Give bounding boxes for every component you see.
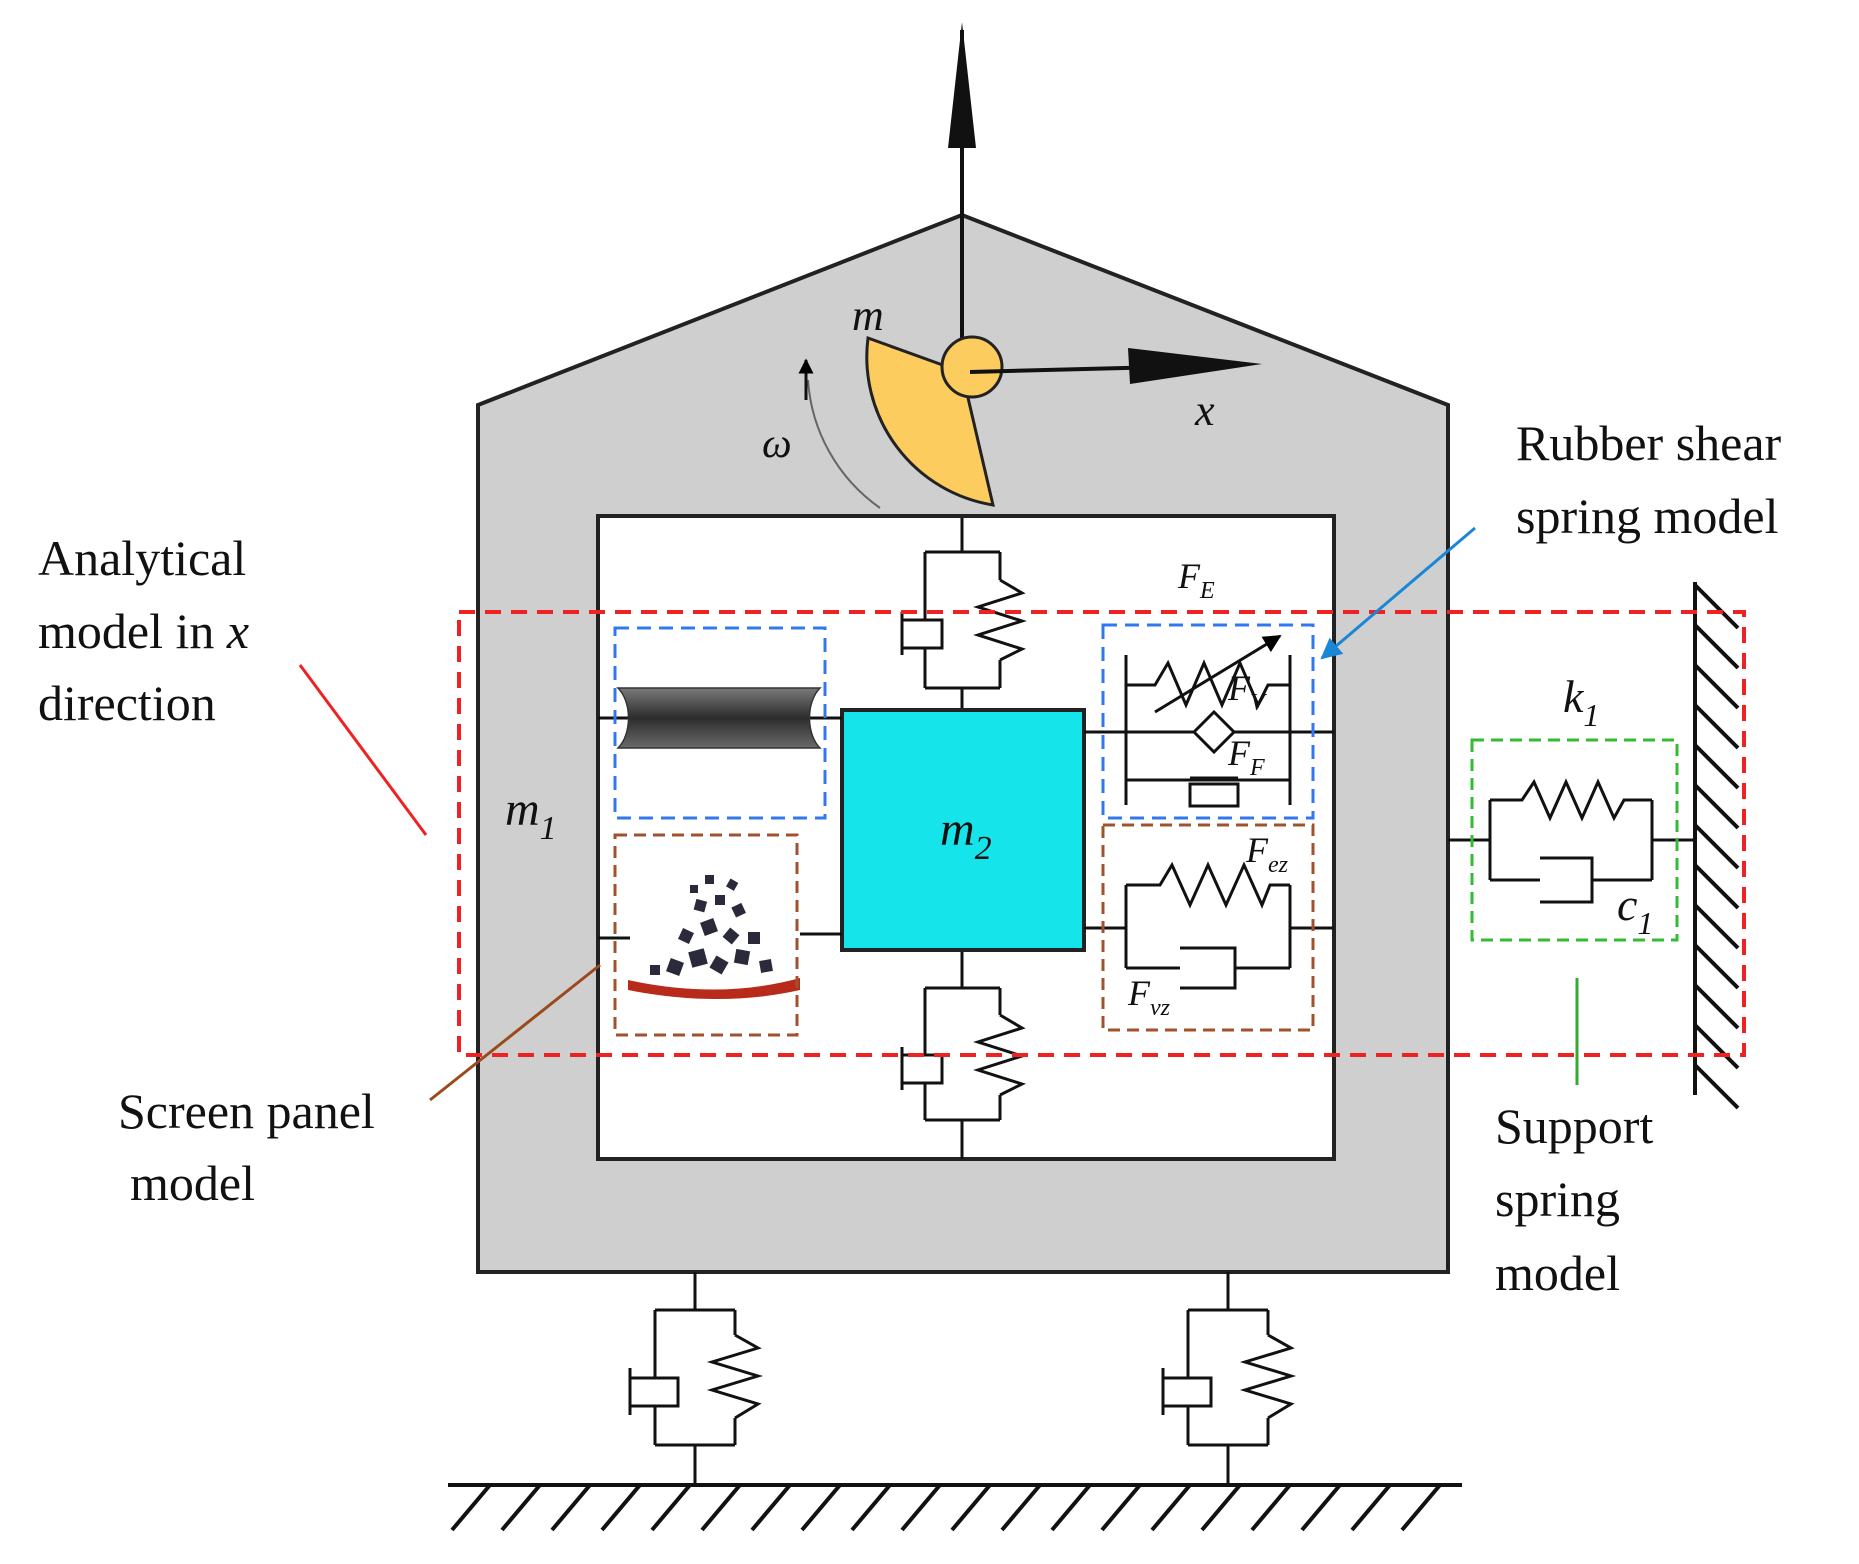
eccentric-block	[865, 335, 1004, 507]
rubber-callout: Rubber shear spring model	[1516, 415, 1794, 544]
FE-label: FE	[1177, 556, 1215, 604]
right-wall	[1693, 582, 1740, 1110]
ground	[448, 1483, 1462, 1532]
analytical-callout: Analytical model in x direction	[38, 530, 262, 731]
rubber-element	[616, 687, 822, 749]
support-callout: Support spring model	[1495, 1098, 1666, 1301]
screen-callout: Screen panel model	[118, 1083, 387, 1211]
particles	[650, 875, 773, 976]
analytical-callout-line	[298, 664, 428, 836]
support-spring-box	[1470, 738, 1679, 942]
mass-m-label: m	[852, 291, 884, 340]
x-axis-label: x	[1194, 386, 1215, 435]
Fez-label: Fez	[1245, 830, 1289, 878]
support-spring-damper	[1448, 778, 1695, 904]
m2-label: m2	[940, 803, 992, 867]
top-spring-damper	[900, 518, 1027, 710]
vertical-arrow-head	[948, 22, 976, 148]
k1-label: k1	[1563, 671, 1599, 733]
screen-callout-line	[429, 963, 601, 1102]
omega-label: ω	[762, 421, 792, 467]
viscoelastic-spring-damper	[1084, 861, 1334, 990]
m1-label: m1	[505, 783, 557, 847]
screen-panel-curve	[628, 978, 800, 999]
bottom-spring-damper	[900, 950, 1027, 1159]
m2-block	[840, 708, 1086, 952]
rubber-box-left	[613, 626, 827, 820]
rubber-shear-spring	[1084, 634, 1334, 808]
ground-spring-damper-left	[628, 1272, 764, 1485]
FV-label: FV	[1227, 668, 1267, 716]
rubber-shear-box	[1101, 623, 1315, 820]
analytical-model-box	[457, 610, 1746, 1057]
x-arrow-head	[1128, 348, 1262, 384]
viscoelastic-box	[1101, 823, 1315, 1032]
FF-label: FF	[1227, 733, 1265, 781]
Fvz-label: Fvz	[1127, 973, 1171, 1021]
rotation-arc	[807, 379, 881, 509]
c1-label: c1	[1617, 879, 1653, 941]
ground-spring-damper-right	[1161, 1272, 1297, 1485]
rubber-callout-arrow	[1320, 526, 1476, 660]
